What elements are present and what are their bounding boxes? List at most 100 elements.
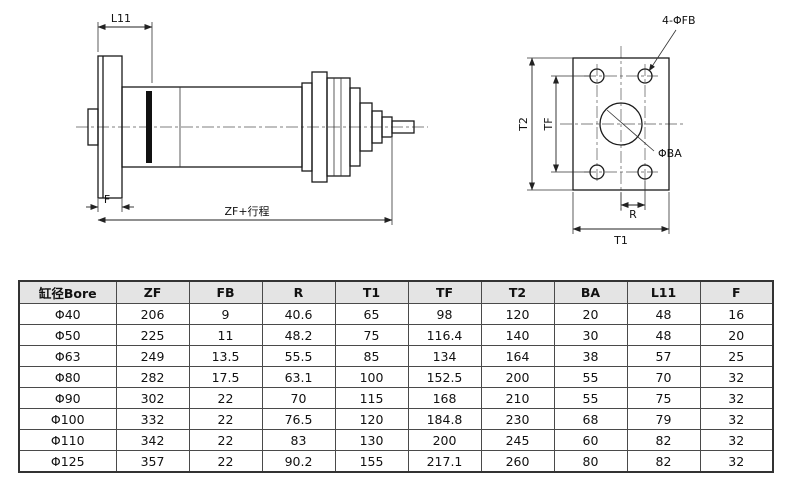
value-cell: 98 <box>407 303 482 325</box>
value-cell: 68 <box>553 408 628 430</box>
value-cell: 25 <box>699 345 774 367</box>
value-cell: 152.5 <box>407 366 482 388</box>
value-cell: 32 <box>699 366 774 388</box>
value-cell: 22 <box>188 429 263 451</box>
value-cell: 20 <box>553 303 628 325</box>
value-cell: 230 <box>480 408 555 430</box>
value-cell: 332 <box>115 408 190 430</box>
value-cell: 55 <box>553 387 628 409</box>
value-cell: 11 <box>188 324 263 346</box>
value-cell: 30 <box>553 324 628 346</box>
dimension-zf-stroke: ZF+行程 <box>97 138 393 225</box>
value-cell: 200 <box>407 429 482 451</box>
value-cell: 85 <box>334 345 409 367</box>
value-cell: 75 <box>626 387 701 409</box>
value-cell: 260 <box>480 450 555 473</box>
col-header-fb: FB <box>188 280 263 304</box>
value-cell: 184.8 <box>407 408 482 430</box>
value-cell: 75 <box>334 324 409 346</box>
value-cell: 130 <box>334 429 409 451</box>
value-cell: 55.5 <box>261 345 336 367</box>
value-cell: 302 <box>115 387 190 409</box>
dimension-f: F <box>86 193 134 212</box>
rod-tip <box>391 120 415 134</box>
value-cell: 168 <box>407 387 482 409</box>
t2-label: T2 <box>517 117 530 132</box>
technical-drawing-area: L11 F ZF+行程 <box>76 12 696 247</box>
value-cell: 342 <box>115 429 190 451</box>
value-cell: 282 <box>115 366 190 388</box>
value-cell: 82 <box>626 450 701 473</box>
value-cell: 76.5 <box>261 408 336 430</box>
value-cell: 140 <box>480 324 555 346</box>
value-cell: 70 <box>626 366 701 388</box>
value-cell: 90.2 <box>261 450 336 473</box>
value-cell: 22 <box>188 450 263 473</box>
value-cell: 206 <box>115 303 190 325</box>
value-cell: 120 <box>480 303 555 325</box>
value-cell: 210 <box>480 387 555 409</box>
col-header-l11: L11 <box>626 280 701 304</box>
value-cell: 357 <box>115 450 190 473</box>
value-cell: 48.2 <box>261 324 336 346</box>
col-header-t1: T1 <box>334 280 409 304</box>
value-cell: 57 <box>626 345 701 367</box>
f-label: F <box>104 193 110 206</box>
callout-ba: ΦBA <box>606 109 682 160</box>
bore-circle <box>599 102 643 146</box>
fb-label: 4-ΦFB <box>662 14 696 27</box>
value-cell: 82 <box>626 429 701 451</box>
dimension-r: R <box>620 181 646 221</box>
value-cell: 155 <box>334 450 409 473</box>
value-cell: 32 <box>699 387 774 409</box>
value-cell: 16 <box>699 303 774 325</box>
t1-label: T1 <box>613 234 628 247</box>
bore-cell: Φ110 <box>18 429 117 451</box>
end-view: 4-ΦFB ΦBA T2 TF R <box>517 14 696 247</box>
flange-plate-front <box>572 57 670 191</box>
value-cell: 60 <box>553 429 628 451</box>
value-cell: 249 <box>115 345 190 367</box>
col-header-r: R <box>261 280 336 304</box>
value-cell: 225 <box>115 324 190 346</box>
dimension-t1: T1 <box>572 192 670 247</box>
table-row: Φ110 342 22 83 130 200 245 60 82 32 <box>18 429 774 451</box>
value-cell: 22 <box>188 408 263 430</box>
table-row: Φ50 225 11 48.2 75 116.4 140 30 48 20 <box>18 324 774 346</box>
value-cell: 20 <box>699 324 774 346</box>
col-header-bore: 缸径Bore <box>18 280 117 304</box>
r-label: R <box>629 208 637 221</box>
head-gland-assembly <box>301 71 383 183</box>
value-cell: 48 <box>626 303 701 325</box>
bore-cell: Φ80 <box>18 366 117 388</box>
col-header-t2: T2 <box>480 280 555 304</box>
dimension-t2: T2 <box>517 57 573 191</box>
bore-cell: Φ63 <box>18 345 117 367</box>
bolt-hole-bottom-right <box>637 164 653 180</box>
value-cell: 217.1 <box>407 450 482 473</box>
value-cell: 32 <box>699 429 774 451</box>
value-cell: 115 <box>334 387 409 409</box>
zf-label: ZF+行程 <box>224 205 269 218</box>
value-cell: 13.5 <box>188 345 263 367</box>
col-header-tf: TF <box>407 280 482 304</box>
bore-cell: Φ100 <box>18 408 117 430</box>
value-cell: 120 <box>334 408 409 430</box>
table-row: Φ125 357 22 90.2 155 217.1 260 80 82 32 <box>18 450 774 473</box>
value-cell: 22 <box>188 387 263 409</box>
value-cell: 55 <box>553 366 628 388</box>
callout-4-fb: 4-ΦFB <box>648 14 696 72</box>
value-cell: 79 <box>626 408 701 430</box>
value-cell: 9 <box>188 303 263 325</box>
ba-label: ΦBA <box>658 147 682 160</box>
table-row: Φ90 302 22 70 115 168 210 55 75 32 <box>18 387 774 409</box>
value-cell: 63.1 <box>261 366 336 388</box>
value-cell: 134 <box>407 345 482 367</box>
col-header-ba: BA <box>553 280 628 304</box>
dimension-tf: TF <box>542 75 590 173</box>
value-cell: 70 <box>261 387 336 409</box>
value-cell: 38 <box>553 345 628 367</box>
table-row: Φ100 332 22 76.5 120 184.8 230 68 79 32 <box>18 408 774 430</box>
table-row: Φ40 206 9 40.6 65 98 120 20 48 16 <box>18 303 774 325</box>
header-row: 缸径Bore ZF FB R T1 TF T2 BA L11 F <box>18 280 774 304</box>
